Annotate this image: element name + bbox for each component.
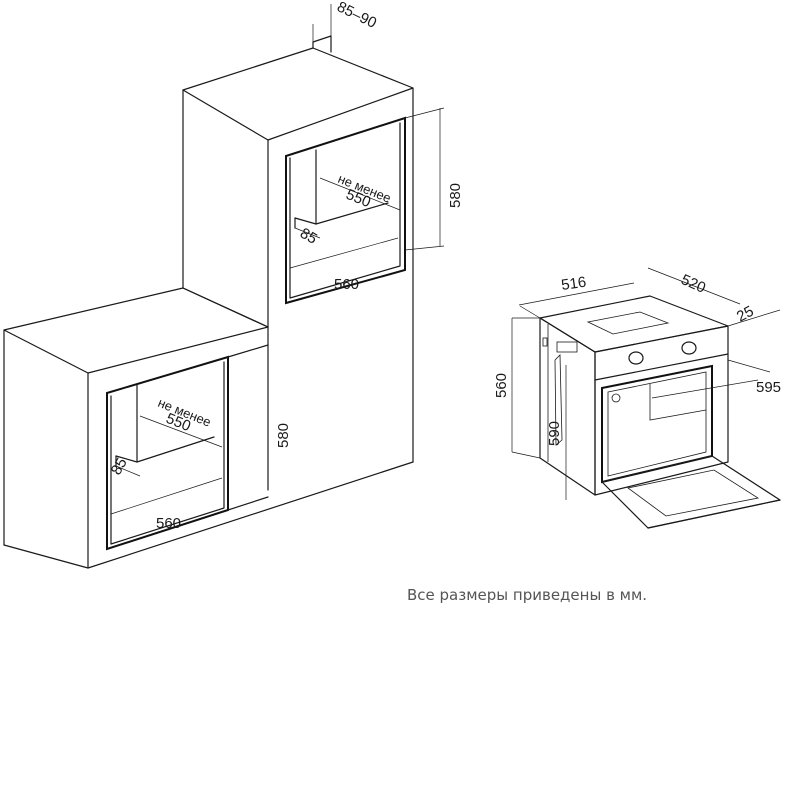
upper-column-left-edge xyxy=(182,89,269,328)
oven-front-width-ext xyxy=(727,359,771,373)
upper-height-ext-bottom xyxy=(404,245,445,251)
upper-base-dim-line xyxy=(294,227,321,239)
upper-height-label: 580 xyxy=(447,183,464,208)
upper-cabinet: 85–90 не менее 550 580 85 560 xyxy=(182,0,464,463)
upper-top-slot xyxy=(312,35,332,53)
oven-side-vent xyxy=(554,354,563,446)
upper-width-dim-line xyxy=(289,237,399,269)
oven-side-slot-1 xyxy=(542,337,548,347)
lower-width-label: 560 xyxy=(156,515,181,532)
oven-front xyxy=(594,325,729,496)
lower-cabinet: не менее 550 580 85 560 xyxy=(3,287,414,569)
units-note: Все размеры приведены в мм. xyxy=(407,586,648,604)
oven-cavity-frame xyxy=(601,364,713,484)
lower-niche-inner xyxy=(110,361,225,545)
lower-base xyxy=(3,461,414,569)
oven-door-glass xyxy=(627,469,760,517)
oven-top-depth-dim xyxy=(647,267,741,305)
upper-niche-floor xyxy=(294,202,389,225)
oven-front-height-label: 590 xyxy=(546,421,563,446)
oven-door-offset-label: 25 xyxy=(734,303,757,326)
oven-drawing: 516 520 25 560 590 595 xyxy=(493,267,781,529)
oven-front-width-dim xyxy=(651,379,759,399)
oven-top-width-ext xyxy=(519,305,541,319)
oven-control-strip xyxy=(594,353,729,381)
upper-niche-frame xyxy=(285,116,406,305)
oven-door-edge xyxy=(647,499,781,529)
oven-top-width-label: 516 xyxy=(560,274,587,294)
oven-knob-left-icon xyxy=(628,351,644,365)
oven-side-bracket xyxy=(556,341,578,353)
oven-knob-right-icon xyxy=(681,341,697,355)
lower-height-label: 580 xyxy=(275,423,292,448)
oven-body-height-label: 560 xyxy=(493,373,510,398)
upper-width-label: 560 xyxy=(334,276,359,293)
upper-niche-inner xyxy=(289,122,401,299)
lower-niche-bottom-ext xyxy=(227,496,269,511)
oven-door-offset-dim xyxy=(727,309,781,327)
lower-base-dim-line xyxy=(115,465,141,477)
oven-front-width-label: 595 xyxy=(756,379,781,396)
lower-niche-floor xyxy=(115,436,215,463)
oven-top-panel xyxy=(586,311,670,335)
upper-gap-label: 85–90 xyxy=(334,0,379,32)
oven-cavity-back xyxy=(649,384,707,421)
lower-width-dim-line xyxy=(110,477,223,515)
lower-base-label: 85 xyxy=(108,455,131,478)
oven-cavity-inner xyxy=(607,371,707,477)
upper-depth-dim-line xyxy=(319,177,401,211)
oven-top xyxy=(539,295,729,353)
oven-body-height-ext-bottom xyxy=(511,451,541,459)
lower-niche-top-ext xyxy=(227,344,269,358)
upper-height-ext-top xyxy=(404,107,445,119)
oven-top-depth-label: 520 xyxy=(678,271,708,297)
oven-light-icon xyxy=(611,393,621,403)
oven-top-width-dim xyxy=(518,282,635,306)
oven-door xyxy=(601,455,781,529)
upper-base-label: 85 xyxy=(297,225,320,248)
lower-depth-dim-line xyxy=(139,415,223,448)
